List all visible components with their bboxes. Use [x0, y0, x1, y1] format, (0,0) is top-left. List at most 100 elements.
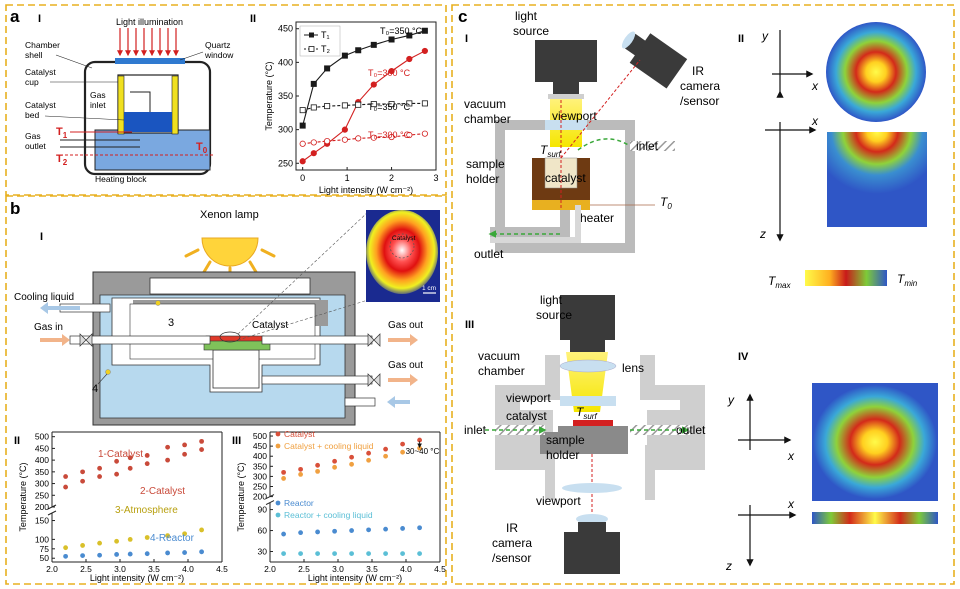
b2-point [144, 535, 150, 540]
b2-point [182, 442, 188, 448]
b3-point [332, 464, 337, 470]
b2-xlabel: Light intensity (W cm⁻²) [90, 573, 184, 583]
frame-c [451, 4, 955, 585]
a2-point [370, 81, 377, 88]
b2-xtick-label: 4.0 [182, 564, 194, 574]
b2-ytick-label: 100 [35, 534, 49, 544]
gas-out-label-2: Gas out [388, 360, 423, 371]
b2-ytick-label: 350 [35, 467, 49, 477]
b2-point [127, 551, 133, 557]
b3-point [366, 450, 371, 456]
b2-ylabel: Temperature (°C) [18, 462, 28, 531]
a2-point [299, 107, 306, 114]
setup-schematic-c1: light source IR camera /sensor vacuum ch… [464, 9, 720, 261]
b3-xtick-label: 3.0 [332, 564, 344, 574]
catalyst-bed [124, 112, 172, 132]
c1-ir-1: IR [692, 64, 704, 78]
b3-point [349, 454, 354, 460]
b2-point [182, 531, 188, 537]
b2-point [63, 474, 68, 479]
b2-point [114, 538, 119, 544]
panel-b-sub1: I [40, 231, 43, 243]
a2-legend-marker-2 [308, 46, 315, 52]
c1-ir-2: camera [680, 79, 720, 93]
b3-point [383, 453, 388, 459]
gas-outlet-label-1: Gas [25, 131, 41, 141]
b2-point [97, 552, 102, 558]
panel-a-sub2: II [250, 13, 256, 25]
panel-c-letter: c [458, 7, 467, 26]
label-4: 4 [92, 383, 98, 395]
b2-point [97, 540, 102, 546]
c1-heater: heater [580, 211, 614, 225]
a2-point [299, 140, 306, 147]
b3-xtick-label: 2.0 [264, 564, 276, 574]
scale-bar-label: 1 cm [422, 285, 436, 292]
b2-xtick-label: 4.5 [216, 564, 228, 574]
b2-point [97, 465, 102, 471]
b3-point [332, 528, 337, 534]
catalyst-layer [205, 335, 265, 342]
b2-point [127, 455, 133, 461]
b2-point [144, 461, 150, 467]
c2-side-map [827, 132, 927, 227]
b3-xtick-label: 4.5 [434, 564, 446, 574]
b2-point [144, 551, 150, 557]
b2-xtick-label: 3.0 [114, 564, 126, 574]
c2-x2: x [811, 114, 819, 128]
t1-label: T1 [56, 126, 68, 140]
a2-legend-box [299, 25, 341, 57]
c3-lens: lens [622, 361, 644, 375]
a2-point [388, 68, 395, 75]
light-source [535, 40, 597, 82]
thermal-maps-c2: y x x z Tmax Tmin [759, 22, 927, 290]
b3-point [281, 469, 286, 475]
c1-catalyst: catalyst [545, 171, 586, 185]
a2-xtick-label: 1 [345, 173, 350, 183]
b3-point [332, 551, 337, 557]
b2-point [80, 469, 85, 475]
b3-point [383, 551, 388, 557]
b3-point [383, 526, 388, 532]
b3-legend-marker [275, 500, 281, 506]
c3-tsurf: Tsurf [576, 405, 597, 421]
frame-b [5, 195, 447, 585]
c2-top-map [826, 22, 926, 122]
c3-catalyst-layer [573, 420, 613, 426]
c2-z: z [759, 227, 766, 241]
b2-ytick-label: 450 [35, 443, 49, 453]
a2-legend-label-2: T₂ [321, 44, 330, 54]
panel-frames [5, 4, 955, 585]
colorbar [805, 270, 887, 286]
a2-point [324, 65, 331, 72]
b2-point [127, 465, 133, 471]
b3-point [332, 458, 337, 464]
a2-point [421, 130, 428, 137]
a2-point [406, 55, 413, 63]
b2-point [165, 550, 171, 556]
b2-point [114, 458, 119, 464]
b3-point [349, 528, 354, 533]
a2-point [324, 137, 331, 145]
b3-point [281, 476, 286, 481]
catalyst-stage [203, 339, 271, 351]
reactor-schematic-b1: Xenon lamp [14, 209, 440, 426]
c3-sample-1: sample [546, 433, 585, 447]
b3-legend-marker [275, 512, 281, 518]
a2-point [310, 80, 317, 87]
bed-label-1: Catalyst [25, 100, 56, 110]
b3-xtick-label: 3.5 [366, 564, 378, 574]
b3-point [400, 526, 405, 531]
b2-series-label-4: 4-Reactor [150, 533, 195, 544]
b3-point [349, 551, 354, 557]
thermal-maps-c4: y x x z [725, 383, 938, 573]
b2-point [182, 550, 188, 555]
b2-ytick-label: 250 [35, 490, 49, 500]
c3-outlet: outlet [676, 423, 706, 437]
b3-ytick-label: 450 [253, 441, 267, 451]
b3-legend-marker [275, 431, 281, 437]
b3-point [315, 529, 320, 535]
b2-point [144, 453, 150, 458]
